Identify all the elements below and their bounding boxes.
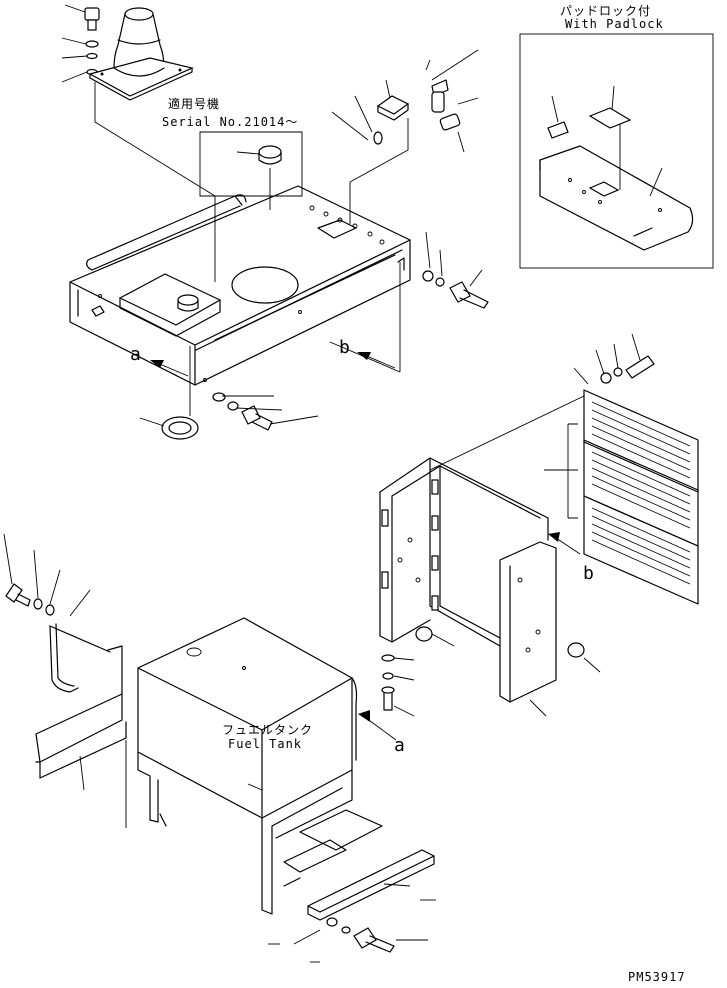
top-bolt-set-right	[329, 231, 489, 373]
view-arrow-b-right	[548, 532, 581, 555]
top-bolt-set-lower	[139, 346, 319, 440]
serial-label-jp: 適用号機	[168, 97, 221, 111]
serial-plug	[199, 131, 303, 210]
padlock-label-jp: パッドロック付	[560, 4, 652, 18]
top-cover-plate	[69, 185, 411, 386]
padlock-inset	[519, 33, 714, 269]
padlock-label-en: With Padlock	[565, 17, 664, 31]
side-box	[379, 395, 601, 717]
view-arrow-b-top	[357, 352, 396, 369]
drawing-number: PM53917	[628, 970, 686, 984]
left-bracket	[3, 533, 127, 828]
bottom-support-bar	[268, 849, 436, 963]
fuel-tank-label-jp: フュエルタンク	[222, 723, 314, 737]
view-label-a-bottom: a	[394, 735, 405, 756]
view-arrow-a-bottom	[358, 710, 397, 741]
serial-label-en: Serial No.21014～	[162, 115, 299, 129]
view-label-b-top: b	[339, 337, 350, 358]
mesh-panels	[544, 333, 699, 605]
lock-parts-top	[331, 49, 479, 224]
view-arrow-a-top	[150, 360, 189, 377]
fuel-tank-label-en: Fuel Tank	[228, 737, 303, 751]
fuel-tank	[137, 617, 383, 915]
view-label-b-right: b	[583, 563, 594, 584]
view-label-a-top: a	[130, 344, 141, 365]
fuel-cap-and-boot	[61, 4, 216, 282]
